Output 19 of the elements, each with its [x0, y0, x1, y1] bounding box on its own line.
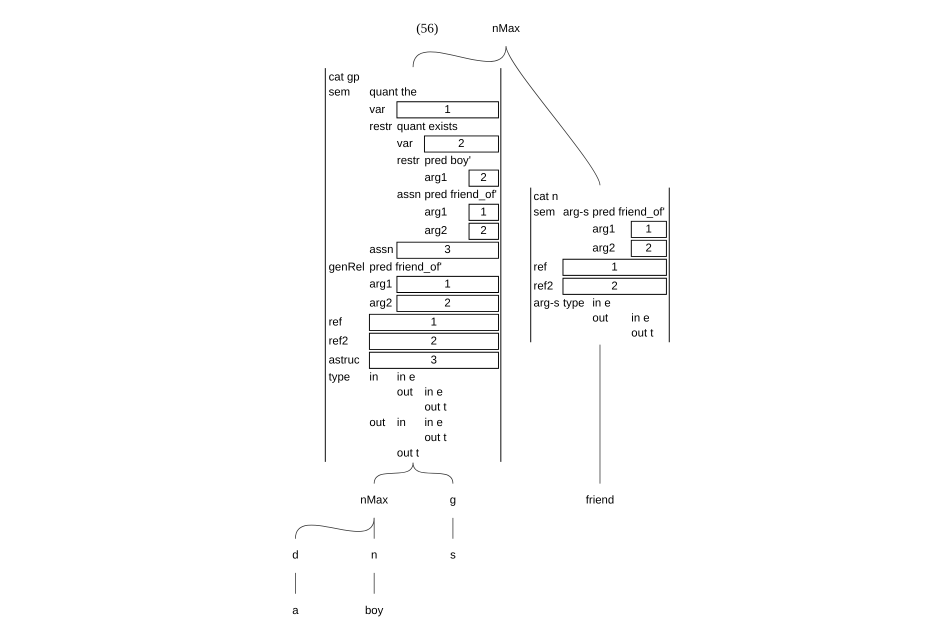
connector	[412, 46, 506, 68]
node-text: nMax	[492, 23, 520, 36]
node-text: n	[371, 550, 378, 562]
node-text: g	[450, 494, 456, 507]
label: (56)	[416, 20, 438, 36]
node-text: s	[450, 550, 456, 562]
connector	[452, 517, 454, 540]
connector	[374, 462, 414, 484]
node-text: boy	[364, 604, 384, 617]
connector	[374, 517, 375, 540]
connector	[295, 572, 296, 594]
connector	[506, 46, 600, 186]
node-text: nMax	[360, 494, 388, 507]
connector	[295, 517, 375, 540]
node-text: d	[292, 550, 299, 562]
node-text: a	[292, 604, 299, 617]
connector	[412, 462, 454, 484]
node-text: friend	[586, 494, 614, 507]
connector	[374, 572, 375, 594]
